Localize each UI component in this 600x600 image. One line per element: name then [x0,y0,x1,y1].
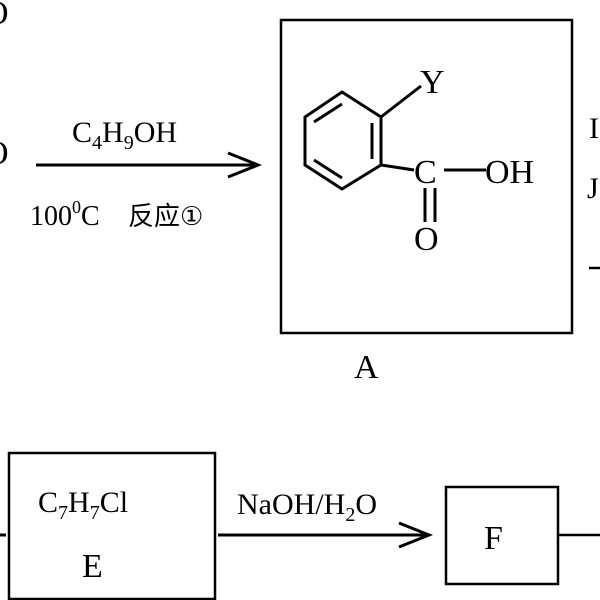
reagent-rest: OH [134,116,177,149]
reagent-subscript: 2 [345,504,355,526]
carbonyl-carbon: C [414,154,437,191]
left-fragment-mid: O [0,135,9,172]
condition-text: 反应① [128,202,203,232]
reagent-h: H [102,116,124,149]
reaction1-reagent: C4H9OH [72,116,177,154]
substituent-y: Y [420,64,445,101]
compound-a-structure [303,84,486,222]
compound-e-formula: C7H7Cl [38,486,128,524]
formula-c-subscript: 7 [58,502,68,524]
left-fragment-top: O [0,0,9,32]
reaction1-condition: 1000C [30,197,100,232]
reagent-c-subscript: 4 [92,132,102,154]
compound-e-label: E [82,548,103,585]
right-fragment-mid: J [587,172,599,205]
reaction2-arrow [218,521,434,549]
condition-number: 100 [30,201,72,232]
reaction2-reagent: NaOH/H2O [237,488,377,526]
reagent-h-subscript: 9 [124,132,134,154]
hydroxyl-group: OH [485,154,534,191]
condition-superscript: 0 [72,197,81,217]
reagent-main: NaOH/H [237,488,345,521]
compound-e-box [7,451,217,600]
formula-h-subscript: 7 [90,502,100,524]
formula-c: C [38,486,58,519]
formula-rest: Cl [100,486,128,519]
compound-a-box [279,18,574,335]
compound-f-label: F [484,520,503,557]
condition-unit: C [81,201,100,232]
formula-h: H [68,486,90,519]
right-fragment-top: I [589,112,599,145]
reaction1-arrow [36,151,263,179]
carbonyl-oxygen: O [414,221,439,258]
reagent-tail: O [355,488,377,521]
reagent-c: C [72,116,92,149]
benzene-ring [303,90,383,191]
compound-a-label: A [354,349,379,386]
